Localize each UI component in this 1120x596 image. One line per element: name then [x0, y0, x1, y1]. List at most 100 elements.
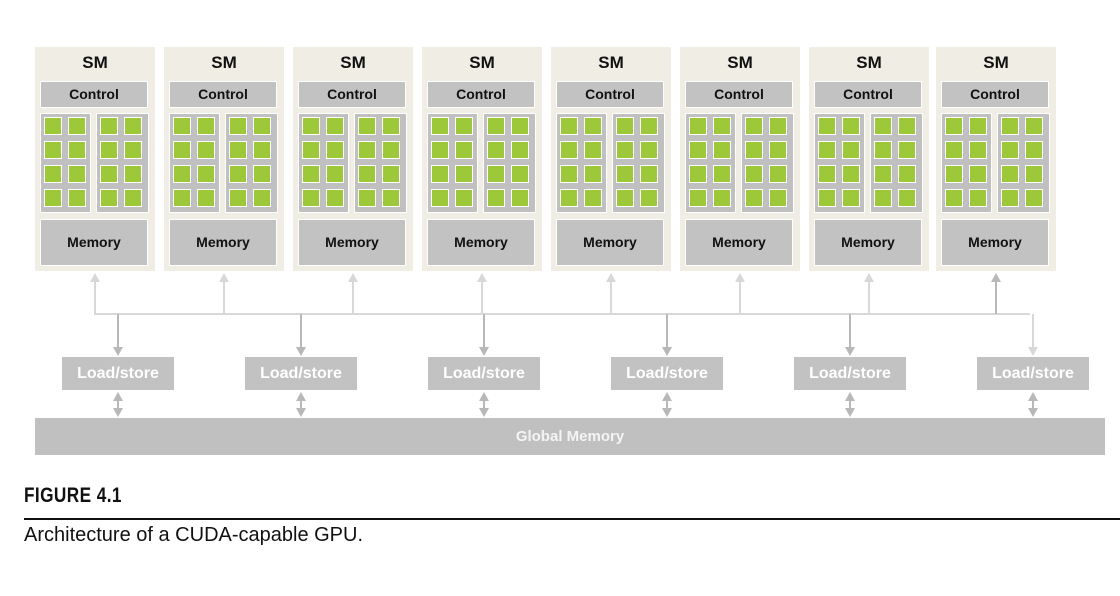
core-cell [455, 141, 473, 159]
core-cell [1025, 189, 1043, 207]
core-cell [431, 141, 449, 159]
core-cell [689, 165, 707, 183]
core-cell [253, 189, 271, 207]
core-cell [945, 165, 963, 183]
core-cell [584, 165, 602, 183]
arrow-up-icon [348, 273, 358, 282]
core-cell [842, 189, 860, 207]
core-cell [68, 117, 86, 135]
arrow-up-icon [864, 273, 874, 282]
core-cell [560, 117, 578, 135]
arrow-down-icon [113, 408, 123, 417]
core-cell [560, 141, 578, 159]
sm-memory: Memory [427, 219, 535, 266]
core-cell [584, 141, 602, 159]
core-cell [745, 117, 763, 135]
core-cell [44, 141, 62, 159]
core-cell [874, 165, 892, 183]
core-cell [745, 141, 763, 159]
core-cell [302, 141, 320, 159]
arrow-down-icon [479, 408, 489, 417]
core-cell [1025, 165, 1043, 183]
arrow-down-icon [296, 408, 306, 417]
arrow-down-icon [113, 347, 123, 356]
core-cell [769, 165, 787, 183]
core-cell [689, 117, 707, 135]
arrow-down-icon [662, 347, 672, 356]
core-cell [100, 141, 118, 159]
core-cell [1001, 189, 1019, 207]
core-cell [818, 165, 836, 183]
sm-control: Control [941, 81, 1049, 108]
load-store-unit: Load/store [245, 357, 357, 390]
core-cell [68, 141, 86, 159]
core-cell [1025, 141, 1043, 159]
core-cell [818, 189, 836, 207]
core-cell [898, 189, 916, 207]
core-cell [197, 189, 215, 207]
core-cell [969, 165, 987, 183]
core-cell [253, 117, 271, 135]
core-cell [229, 189, 247, 207]
core-cell [431, 189, 449, 207]
core-cell [197, 141, 215, 159]
core-panel [612, 113, 665, 213]
core-cell [769, 117, 787, 135]
arrow-down-icon [845, 347, 855, 356]
sm-title: SM [598, 53, 624, 72]
core-cell [713, 189, 731, 207]
figure-label: FIGURE 4.1 [24, 484, 122, 507]
core-cell [326, 165, 344, 183]
core-cell [616, 189, 634, 207]
core-cell [173, 165, 191, 183]
core-cell [640, 165, 658, 183]
core-panel [556, 113, 607, 213]
core-cell [455, 165, 473, 183]
core-cell [898, 141, 916, 159]
core-panel [96, 113, 149, 213]
core-cell [616, 165, 634, 183]
core-cell [969, 189, 987, 207]
arrow-down-icon [662, 408, 672, 417]
core-cell [358, 165, 376, 183]
arrow-down-icon [1028, 408, 1038, 417]
core-panel [169, 113, 220, 213]
core-cell [842, 117, 860, 135]
arrow-up-icon [991, 273, 1001, 282]
core-cell [253, 141, 271, 159]
arrow-up-icon [606, 273, 616, 282]
arrow-up-icon [1028, 392, 1038, 401]
core-cell [487, 189, 505, 207]
core-panel [941, 113, 992, 213]
core-cell [124, 189, 142, 207]
core-cell [898, 165, 916, 183]
core-cell [173, 141, 191, 159]
core-cell [616, 117, 634, 135]
core-panel [741, 113, 794, 213]
core-cell [487, 117, 505, 135]
core-cell [455, 189, 473, 207]
core-cell [44, 117, 62, 135]
sm-control: Control [556, 81, 664, 108]
core-cell [382, 141, 400, 159]
arrow-down-icon [296, 347, 306, 356]
load-store-unit: Load/store [428, 357, 540, 390]
core-panel [483, 113, 536, 213]
arrow-up-icon [296, 392, 306, 401]
arrow-up-icon [219, 273, 229, 282]
sm-title: SM [211, 53, 237, 72]
sm-memory: Memory [40, 219, 148, 266]
core-cell [326, 141, 344, 159]
core-cell [68, 165, 86, 183]
core-cell [229, 165, 247, 183]
core-cell [511, 141, 529, 159]
sm-title: SM [856, 53, 882, 72]
sm-memory: Memory [556, 219, 664, 266]
core-cell [431, 117, 449, 135]
core-cell [358, 117, 376, 135]
core-cell [898, 117, 916, 135]
arrow-up-icon [479, 392, 489, 401]
sm-memory: Memory [298, 219, 406, 266]
